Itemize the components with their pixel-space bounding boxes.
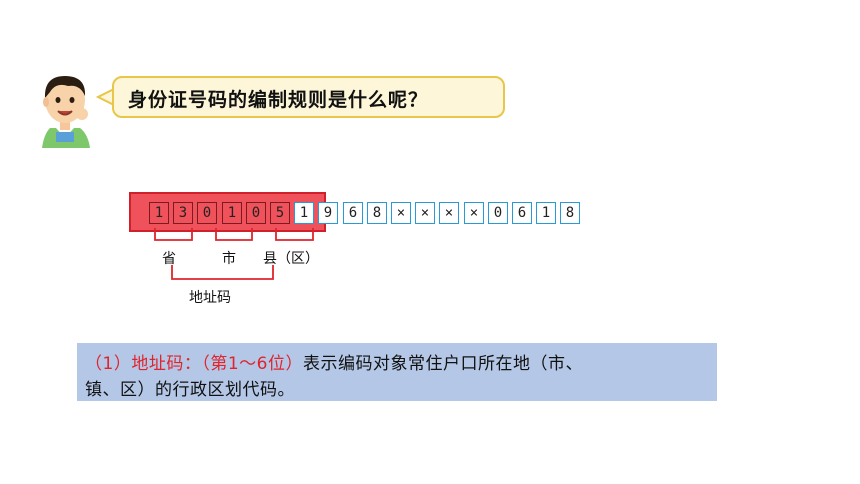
address-code-label: 地址码	[189, 290, 231, 306]
county-label: 县（区）	[263, 251, 319, 267]
id-digit: 6	[343, 202, 363, 224]
id-digit: ×	[439, 202, 459, 224]
speech-bubble: 身份证号码的编制规则是什么呢？	[112, 76, 505, 118]
id-digit: 8	[560, 202, 580, 224]
explanation-line-2: 镇、区）的行政区划代码。	[85, 380, 295, 400]
address-code-title: （1）地址码：（第1～6位）	[85, 354, 303, 374]
id-digit: ×	[464, 202, 484, 224]
id-digit: ×	[415, 202, 435, 224]
explanation-text-1: 表示编码对象常住户口所在地（市、	[302, 354, 583, 374]
explanation-box: （1）地址码：（第1～6位）表示编码对象常住户口所在地（市、 镇、区）的行政区划…	[77, 343, 717, 401]
boy-thinking-icon	[42, 76, 90, 148]
province-label: 省	[162, 251, 176, 267]
id-digit: 1	[294, 202, 314, 224]
id-digit: 0	[197, 202, 217, 224]
question-text: 身份证号码的编制规则是什么呢？	[128, 89, 429, 111]
id-digit: 1	[222, 202, 242, 224]
id-digit: 3	[173, 202, 193, 224]
city-label: 市	[222, 251, 236, 267]
id-digit: 0	[488, 202, 508, 224]
id-digit: 6	[512, 202, 532, 224]
id-digit: 1	[149, 202, 169, 224]
id-digit: ×	[391, 202, 411, 224]
explanation-line-1: （1）地址码：（第1～6位）表示编码对象常住户口所在地（市、	[85, 349, 583, 374]
id-digit: 8	[367, 202, 387, 224]
id-digit: 9	[318, 202, 338, 224]
id-digit: 0	[246, 202, 266, 224]
id-digit: 1	[536, 202, 556, 224]
id-digit: 5	[270, 202, 290, 224]
